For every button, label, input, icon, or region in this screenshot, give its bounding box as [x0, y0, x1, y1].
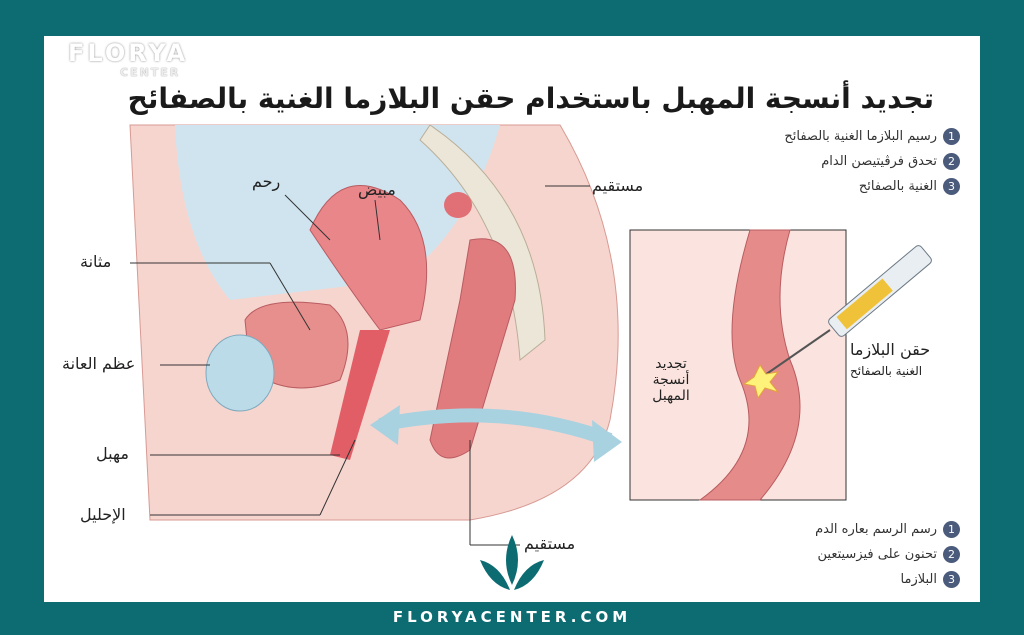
leader-lines: [130, 185, 590, 546]
pubic-bone-shape: [205, 334, 275, 412]
label-rectum-bottom: مستقيم: [524, 534, 576, 553]
legend-text: رسم الرسم بعاره الدم: [815, 522, 937, 537]
label-bladder: مثانة: [80, 252, 112, 271]
number-badge: 1: [943, 128, 960, 145]
bidirectional-arrow: [378, 408, 613, 447]
syringe-icon: [764, 245, 932, 376]
number-badge: 2: [943, 546, 960, 563]
legend-bottom: 1 رسم الرسم بعاره الدم 2 تحنون على فيزسيتع…: [815, 521, 960, 596]
label-regeneration: تجديد أنسجة المهبل: [652, 356, 690, 404]
logo-sub: CENTER: [120, 66, 181, 79]
page-title: تجديد أنسجة المهبل باستخدام حقن البلازما…: [127, 82, 934, 115]
legend-item: 3 البلازما: [815, 571, 960, 588]
arrow-head-right: [592, 420, 622, 462]
label-injection-2: الغنية بالصفائح: [850, 364, 923, 378]
footer-url[interactable]: FLORYACENTER.COM: [392, 608, 632, 626]
inset-tissue: [698, 229, 801, 501]
label-ovary: مبيض: [358, 180, 396, 199]
legend-item: 3 الغنية بالصفائح: [784, 178, 960, 195]
legend-text: البلازما: [900, 572, 937, 587]
legend-text: رسيم البلازما الغنية بالصفائح: [784, 129, 937, 144]
label-rectum-top: مستقيم: [592, 176, 644, 195]
number-badge: 3: [943, 178, 960, 195]
number-badge: 1: [943, 521, 960, 538]
vagina-shape: [330, 330, 390, 460]
legend-item: 2 تحنون على فيزسيتعين: [815, 546, 960, 563]
rectum-shape: [429, 238, 516, 459]
label-injection-1: حقن البلازما: [850, 340, 931, 359]
injection-burst-icon: [742, 364, 780, 400]
label-urethra: الإحليل: [80, 505, 126, 524]
arrow-head-left: [370, 405, 400, 445]
label-uterus: رحم: [252, 172, 281, 191]
ovary-shape: [444, 192, 472, 218]
florya-logo-mark: [480, 535, 544, 590]
logo-brand: FLORYA: [68, 39, 189, 67]
legend-item: 1 رسم الرسم بعاره الدم: [815, 521, 960, 538]
legend-text: تحدق فرڤيتيصن الدام: [821, 154, 937, 169]
legend-item: 2 تحدق فرڤيتيصن الدام: [784, 153, 960, 170]
number-badge: 3: [943, 571, 960, 588]
legend-item: 1 رسيم البلازما الغنية بالصفائح: [784, 128, 960, 145]
legend-text: الغنية بالصفائح: [858, 179, 937, 194]
label-vagina: مهبل: [96, 444, 129, 463]
uterus-shape: [309, 185, 428, 331]
legend-top: 1 رسيم البلازما الغنية بالصفائح 2 تحدق فرڤ…: [784, 128, 960, 203]
number-badge: 2: [943, 153, 960, 170]
label-pubic-bone: عظم العانة: [62, 354, 136, 373]
legend-text: تحنون على فيزسيتعين: [817, 547, 938, 562]
